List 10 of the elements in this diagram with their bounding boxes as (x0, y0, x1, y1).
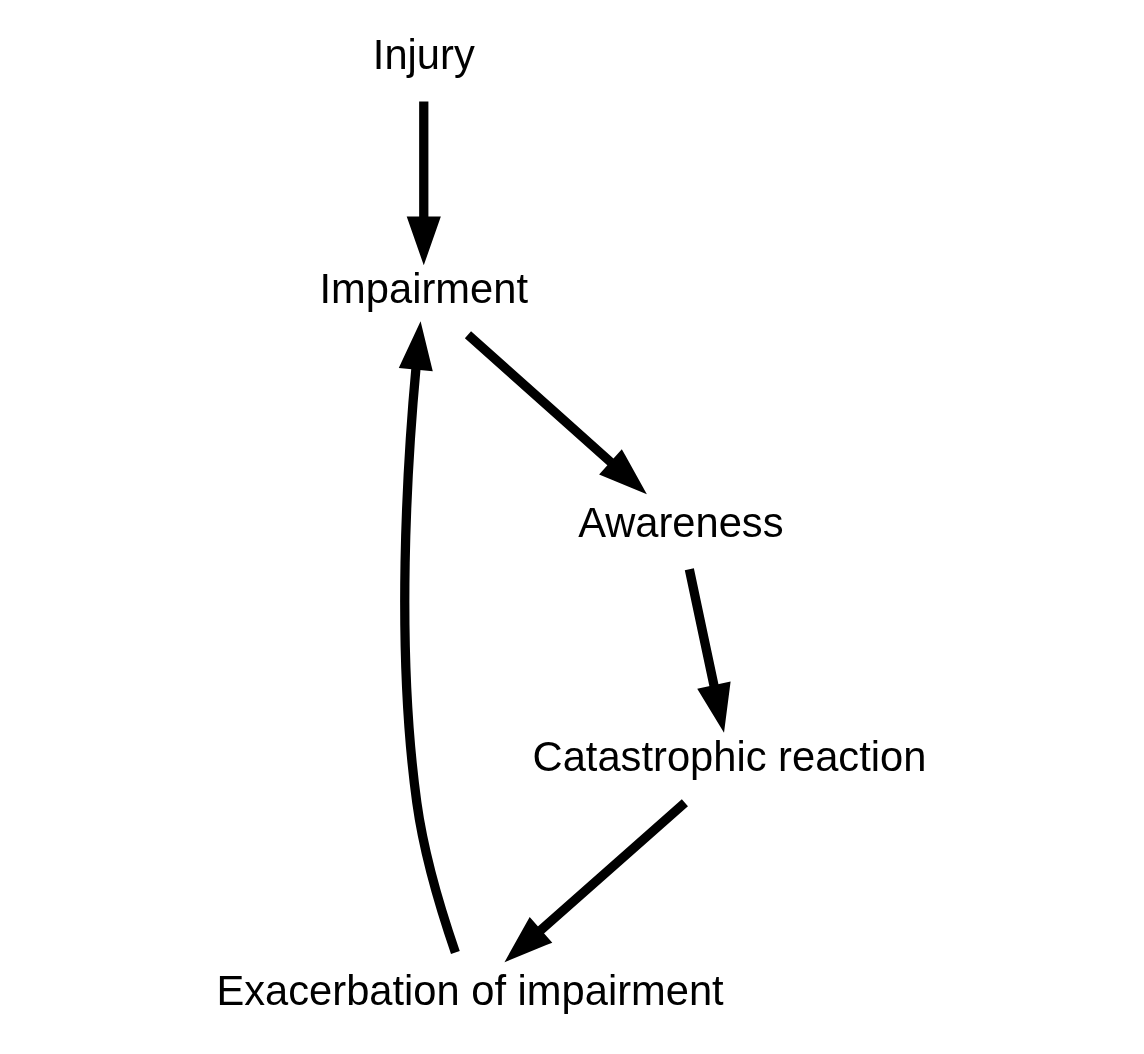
node-text: Injury (372, 31, 475, 79)
arrow (398, 321, 460, 954)
node-text: Impairment (319, 265, 528, 313)
arrow (406, 101, 441, 266)
node-text: Exacerbation of impairment (216, 967, 724, 1015)
arrow (504, 799, 688, 963)
arrow (684, 568, 731, 733)
node-text: Catastrophic reaction (532, 733, 927, 781)
node-text: Awareness (578, 499, 784, 547)
arrow (464, 331, 647, 495)
